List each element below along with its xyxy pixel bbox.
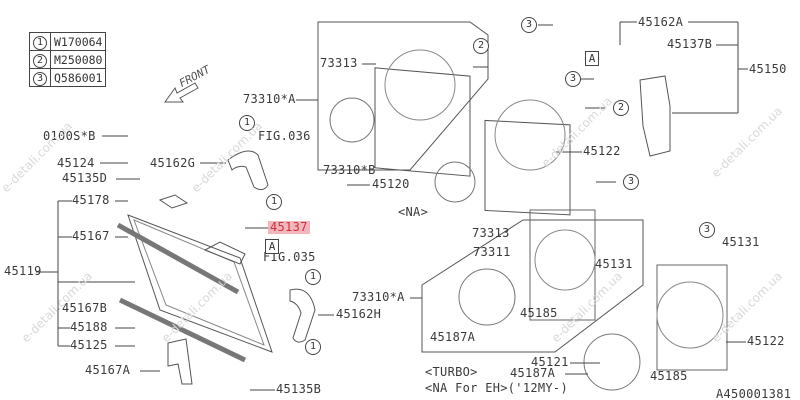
part-label-45167b[interactable]: 45167B xyxy=(62,301,108,315)
diagram-id: A450001381 xyxy=(716,387,792,400)
part-label-45167[interactable]: 45167 xyxy=(72,229,110,243)
hose-45162h xyxy=(289,288,316,343)
callout-3: 3 xyxy=(565,71,581,87)
callout-1: 1 xyxy=(239,115,255,131)
variant-na-eh-label: <NA For EH>('12MY-) xyxy=(425,381,568,395)
part-label-0100s-b[interactable]: 0100S*B xyxy=(43,129,96,143)
part-label-45178[interactable]: 45178 xyxy=(72,193,110,207)
legend-code: M250080 xyxy=(49,50,107,69)
part-label-45185-mid[interactable]: 45185 xyxy=(520,306,558,320)
legend-code: W170064 xyxy=(49,32,107,51)
part-label-45187a-bottom[interactable]: 45187A xyxy=(510,366,556,380)
part-label-45119[interactable]: 45119 xyxy=(4,264,42,278)
front-arrow-icon xyxy=(164,82,199,103)
part-label-45120[interactable]: 45120 xyxy=(372,177,410,191)
shroud-73313 xyxy=(374,67,471,177)
part-label-45167a[interactable]: 45167A xyxy=(85,363,131,377)
callout-1: 1 xyxy=(305,269,321,285)
part-label-45131-mid[interactable]: 45131 xyxy=(595,257,633,271)
callout-1: 1 xyxy=(266,194,282,210)
part-label-45125[interactable]: 45125 xyxy=(70,338,108,352)
part-label-45162h[interactable]: 45162H xyxy=(336,307,382,321)
callout-3: 3 xyxy=(623,174,639,190)
part-label-73311[interactable]: 73311 xyxy=(473,245,511,259)
callout-3: 3 xyxy=(521,17,537,33)
legend-code: Q586001 xyxy=(49,68,107,87)
part-label-45137b[interactable]: 45137B xyxy=(667,37,713,51)
part-label-45122-right[interactable]: 45122 xyxy=(747,334,785,348)
callout-2: 2 xyxy=(473,38,489,54)
part-label-45188[interactable]: 45188 xyxy=(70,320,108,334)
callout-3: 3 xyxy=(699,222,715,238)
fig-036-link[interactable]: FIG.036 xyxy=(258,129,311,143)
part-label-73310-a-bottom[interactable]: 73310*A xyxy=(352,290,405,304)
callout-2: 2 xyxy=(613,100,629,116)
part-label-45135b[interactable]: 45135B xyxy=(276,382,322,396)
variant-turbo-label: <TURBO> xyxy=(425,365,478,379)
legend-num: 1 xyxy=(33,35,47,50)
part-label-45150[interactable]: 45150 xyxy=(749,62,787,76)
reference-a-box[interactable]: A xyxy=(585,51,599,66)
part-label-73313-bottom[interactable]: 73313 xyxy=(472,226,510,240)
part-label-45124[interactable]: 45124 xyxy=(57,156,95,170)
part-label-45162a[interactable]: 45162A xyxy=(638,15,684,29)
part-label-45131-right[interactable]: 45131 xyxy=(722,235,760,249)
legend-num: 2 xyxy=(33,53,47,68)
part-label-45187a-mid[interactable]: 45187A xyxy=(430,330,476,344)
part-label-45137-highlighted[interactable]: 45137 xyxy=(268,220,310,234)
part-label-73310-b[interactable]: 73310*B xyxy=(323,163,376,177)
part-label-45162g[interactable]: 45162G xyxy=(150,156,196,170)
legend-num: 3 xyxy=(33,71,47,86)
radiator-drawing xyxy=(116,194,273,385)
hose-45162g xyxy=(227,150,269,191)
callout-1: 1 xyxy=(305,339,321,355)
variant-na-label: <NA> xyxy=(398,205,429,219)
fan-kit-frame-top xyxy=(317,21,489,171)
part-label-45121[interactable]: 45121 xyxy=(531,355,569,369)
part-label-45122-top[interactable]: 45122 xyxy=(583,144,621,158)
reference-a-box[interactable]: A xyxy=(265,239,279,254)
part-label-45135d[interactable]: 45135D xyxy=(62,171,108,185)
part-label-45185-bottom[interactable]: 45185 xyxy=(650,369,688,383)
fan-kit-frame-bottom xyxy=(421,219,644,353)
part-label-73310-a-top[interactable]: 73310*A xyxy=(243,92,296,106)
reservoir-45150 xyxy=(639,75,671,157)
part-label-73313-top[interactable]: 73313 xyxy=(320,56,358,70)
